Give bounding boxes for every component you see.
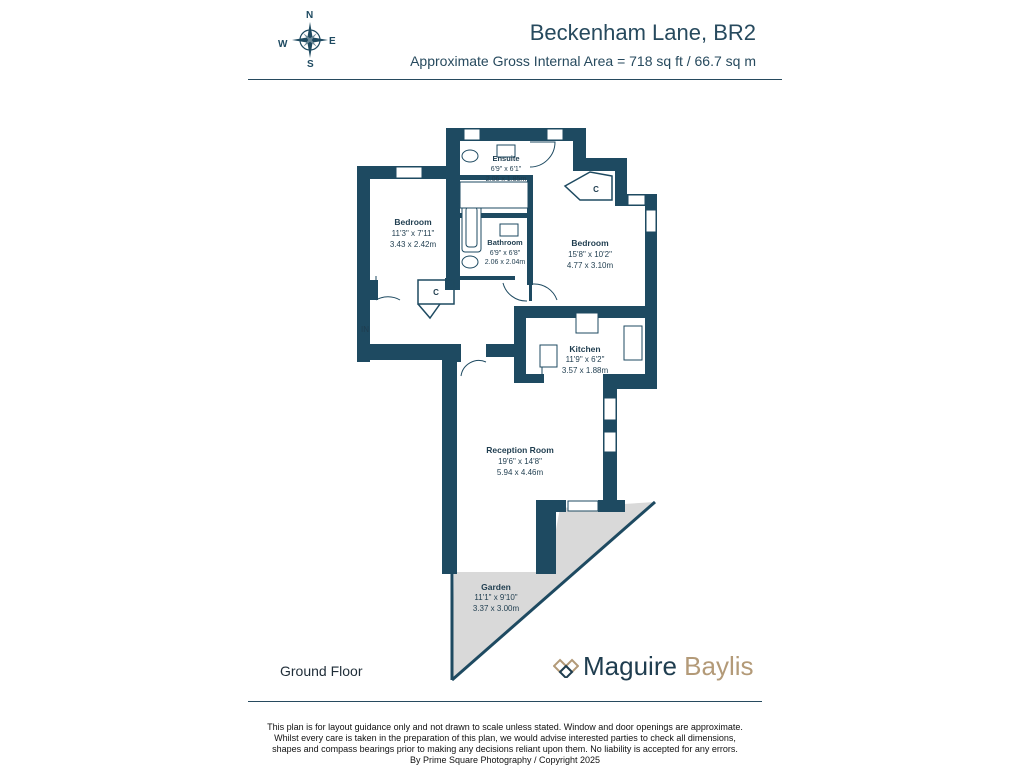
disclaimer-line: shapes and compass bearings prior to mak… — [272, 744, 738, 754]
room-ensuite-metric: 2.06 x 1.85m — [486, 176, 527, 183]
garden-name: Garden — [481, 582, 511, 592]
room-kitchen-name: Kitchen — [569, 344, 600, 354]
property-title: Beckenham Lane, BR2 — [529, 20, 756, 45]
room-bathroom-metric: 2.06 x 2.04m — [485, 259, 526, 266]
fixtures — [459, 144, 643, 368]
walls — [357, 128, 657, 574]
room-bathroom-imperial: 6'9" x 6'8" — [490, 250, 521, 257]
room-ensuite-name: Ensuite — [492, 154, 519, 163]
copyright-line: By Prime Square Photography / Copyright … — [409, 755, 601, 765]
compass-rose-icon: N S E W — [278, 10, 336, 70]
room-reception-imperial: 19'6" x 14'8" — [498, 457, 542, 466]
garden-metric: 3.37 x 3.00m — [473, 604, 520, 613]
compass-east: E — [329, 36, 336, 47]
door-swings — [375, 141, 558, 377]
gross-internal-area: Approximate Gross Internal Area = 718 sq… — [410, 53, 756, 69]
room-reception-name: Reception Room — [486, 445, 554, 455]
room-bedroom1-imperial: 11'3" x 7'11" — [392, 229, 435, 238]
compass-north: N — [306, 10, 313, 21]
compass-south: S — [307, 59, 314, 70]
brand-name-first: Maguire — [583, 651, 677, 681]
room-reception-metric: 5.94 x 4.46m — [497, 468, 544, 477]
disclaimer-line: Whilst every care is taken in the prepar… — [274, 733, 736, 743]
cupboard-label: C — [433, 288, 439, 297]
room-bedroom2-imperial: 15'8" x 10'2" — [568, 250, 612, 259]
cupboards — [417, 171, 613, 320]
cupboard-label: C — [593, 185, 599, 194]
entrance-label: IN — [361, 325, 369, 334]
room-bedroom2-name: Bedroom — [571, 238, 609, 248]
room-bedroom1-metric: 3.43 x 2.42m — [390, 240, 437, 249]
room-kitchen-imperial: 11'9" x 6'2" — [566, 355, 605, 364]
compass-west: W — [278, 39, 288, 50]
room-bedroom2-metric: 4.77 x 3.10m — [567, 261, 614, 270]
garden-imperial: 11'1" x 9'10" — [474, 593, 517, 602]
brand-mark-icon — [552, 658, 580, 680]
disclaimer: This plan is for layout guidance only an… — [248, 722, 762, 766]
brand-name-second: Baylis — [684, 651, 754, 681]
disclaimer-line: This plan is for layout guidance only an… — [267, 722, 743, 732]
room-ensuite-imperial: 6'9" x 6'1" — [491, 166, 522, 173]
room-kitchen-metric: 3.57 x 1.88m — [562, 366, 609, 375]
footer-divider — [248, 701, 762, 702]
windows — [395, 128, 657, 512]
floor-label: Ground Floor — [280, 663, 363, 679]
header-divider — [248, 79, 782, 80]
floor-plan: Bedroom 11'3" x 7'11" 3.43 x 2.42m Ensui… — [357, 128, 657, 682]
brand-logo: Maguire Baylis — [552, 651, 754, 682]
room-bathroom-name: Bathroom — [487, 238, 523, 247]
room-bedroom1-name: Bedroom — [394, 217, 432, 227]
